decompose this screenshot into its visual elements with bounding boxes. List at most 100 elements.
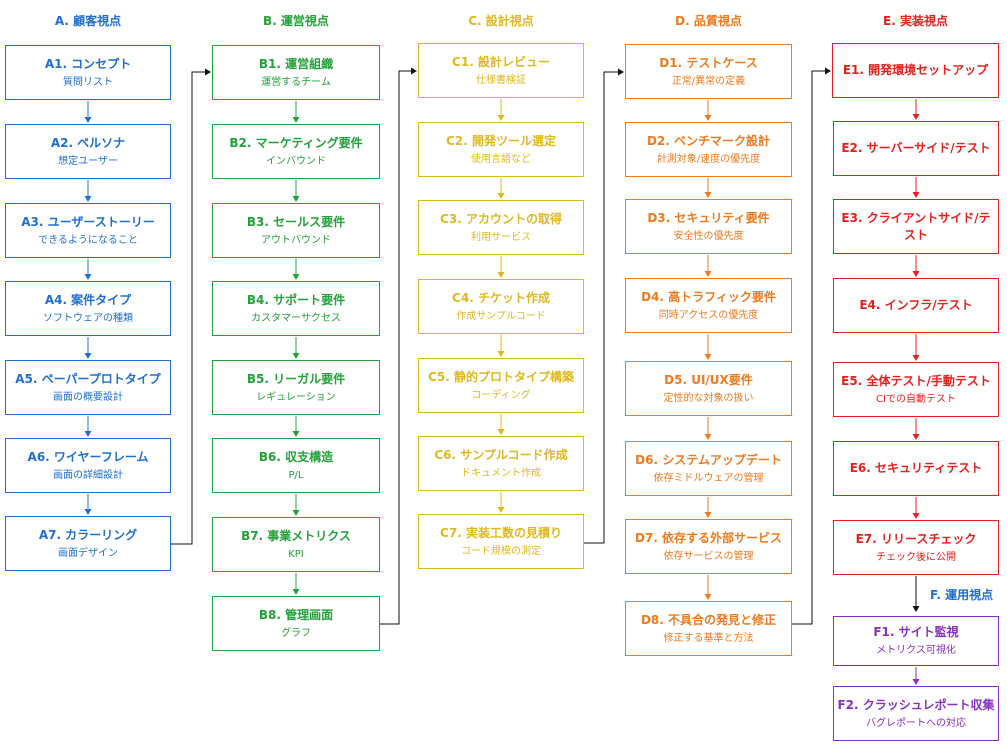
node-c5[interactable]: C5. 静的プロトタイプ構築コーディング xyxy=(418,358,584,413)
flow-arrow-head-6 xyxy=(292,117,300,123)
node-c5-title: C5. 静的プロトタイプ構築 xyxy=(428,369,574,384)
node-c3[interactable]: C3. アカウントの取得利用サービス xyxy=(418,200,584,255)
node-d1-subtitle: 正常/異常の定義 xyxy=(671,75,746,87)
node-c1-subtitle: 仕様書検証 xyxy=(476,74,526,86)
node-d8[interactable]: D8. 不具合の発見と修正修正する基準と方法 xyxy=(625,601,792,656)
node-e6[interactable]: E6. セキュリティテスト xyxy=(833,441,999,496)
flow-arrow-head-26 xyxy=(912,114,920,120)
node-d5-title: D5. UI/UX要件 xyxy=(664,372,753,387)
node-c3-title: C3. アカウントの取得 xyxy=(440,211,562,226)
node-b8-subtitle: グラフ xyxy=(281,627,311,639)
node-c7-subtitle: コード規模の測定 xyxy=(461,545,541,557)
flow-arrow-head-22 xyxy=(704,354,712,360)
node-c1-title: C1. 設計レビュー xyxy=(452,54,550,69)
node-c4-title: C4. チケット作成 xyxy=(452,290,550,305)
node-d3-title: D3. セキュリティ要件 xyxy=(647,210,770,225)
node-d5[interactable]: D5. UI/UX要件定性的な対象の扱い xyxy=(625,361,792,416)
node-f2[interactable]: F2. クラッシュレポート収集バグレポートへの対応 xyxy=(833,686,999,741)
node-a5[interactable]: A5. ペーパープロトタイプ画面の概要設計 xyxy=(5,360,171,415)
flow-arrow-head-32 xyxy=(912,606,920,612)
node-d5-subtitle: 定性的な対象の扱い xyxy=(663,392,754,404)
node-a5-subtitle: 画面の概要設計 xyxy=(53,391,123,403)
node-a2-subtitle: 想定ユーザー xyxy=(58,155,118,167)
node-b1-subtitle: 運営するチーム xyxy=(261,76,331,88)
node-d6[interactable]: D6. システムアップデート依存ミドルウェアの管理 xyxy=(625,441,792,496)
node-d7-subtitle: 依存サービスの管理 xyxy=(663,550,754,562)
node-e5-subtitle: CIでの自動テスト xyxy=(876,393,956,405)
node-b1[interactable]: B1. 運営組織運営するチーム xyxy=(212,45,380,100)
node-a2[interactable]: A2. ペルソナ想定ユーザー xyxy=(5,124,171,179)
node-b8[interactable]: B8. 管理画面グラフ xyxy=(212,596,380,651)
node-d1[interactable]: D1. テストケース正常/異常の定義 xyxy=(625,44,792,99)
node-b4[interactable]: B4. サポート要件カスタマーサクセス xyxy=(212,281,380,336)
node-f1-title: F1. サイト監視 xyxy=(873,625,959,639)
flow-arrow-head-30 xyxy=(912,434,920,440)
flow-arrow-head-17 xyxy=(497,429,505,435)
node-b2-title: B2. マーケティング要件 xyxy=(229,135,363,150)
node-b5-subtitle: レギュレーション xyxy=(256,391,336,403)
node-d3[interactable]: D3. セキュリティ要件安全性の優先度 xyxy=(625,199,792,254)
node-c2-title: C2. 開発ツール選定 xyxy=(446,133,556,148)
header-operation-monitoring-view: F. 運用視点 xyxy=(930,588,994,602)
column-connector-head-1 xyxy=(411,67,417,75)
node-b5[interactable]: B5. リーガル要件レギュレーション xyxy=(212,360,380,415)
node-d2-subtitle: 計測対象/速度の優先度 xyxy=(656,153,761,165)
node-b3[interactable]: B3. セールス要件アウトバウンド xyxy=(212,203,380,258)
node-a1-subtitle: 質問リスト xyxy=(63,76,113,88)
node-e1[interactable]: E1. 開発環境セットアップ xyxy=(832,43,999,98)
column-connector-2 xyxy=(584,71,619,544)
node-c4-subtitle: 作成サンプルコード xyxy=(456,310,546,322)
node-d1-title: D1. テストケース xyxy=(659,55,758,70)
flow-arrow-head-14 xyxy=(497,193,505,199)
node-a3[interactable]: A3. ユーザーストーリーできるようになること xyxy=(5,203,171,258)
flow-arrow-head-12 xyxy=(292,589,300,595)
node-e5-title: E5. 全体テスト/手動テスト xyxy=(841,373,991,388)
node-b7-subtitle: KPI xyxy=(288,548,304,560)
node-e5[interactable]: E5. 全体テスト/手動テスト CIでの自動テスト xyxy=(833,362,999,417)
node-e3[interactable]: E3. クライアントサイド/テスト xyxy=(833,199,999,254)
node-b7[interactable]: B7. 事業メトリクス KPI xyxy=(212,517,380,572)
node-d7-title: D7. 依存する外部サービス xyxy=(634,530,783,545)
node-a1-title: A1. コンセプト xyxy=(44,56,132,71)
column-connector-head-0 xyxy=(205,68,211,76)
flow-arrow-head-24 xyxy=(704,512,712,518)
node-b4-subtitle: カスタマーサクセス xyxy=(251,312,341,324)
node-d3-subtitle: 安全性の優先度 xyxy=(673,230,744,242)
flow-arrow-head-27 xyxy=(912,192,920,198)
flow-arrow-head-8 xyxy=(292,274,300,280)
node-d7[interactable]: D7. 依存する外部サービス依存サービスの管理 xyxy=(625,519,792,574)
flow-arrow-head-2 xyxy=(84,274,92,280)
node-d4[interactable]: D4. 高トラフィック要件同時アクセスの優先度 xyxy=(625,278,792,333)
node-b2[interactable]: B2. マーケティング要件インバウンド xyxy=(212,124,380,179)
node-c1[interactable]: C1. 設計レビュー仕様書検証 xyxy=(418,43,584,98)
node-a7-subtitle: 画面デザイン xyxy=(58,547,118,559)
node-c7[interactable]: C7. 実装工数の見積りコード規模の測定 xyxy=(418,514,584,569)
node-c4[interactable]: C4. チケット作成作成サンプルコード xyxy=(418,279,584,334)
node-c6[interactable]: C6. サンプルコード作成ドキュメント作成 xyxy=(418,436,584,491)
node-e2[interactable]: E2. サーバーサイド/テスト xyxy=(833,121,999,176)
node-b7-title: B7. 事業メトリクス xyxy=(241,528,351,543)
node-e4[interactable]: E4. インフラ/テスト xyxy=(833,278,999,333)
node-a1[interactable]: A1. コンセプト質問リスト xyxy=(5,45,171,100)
node-c3-subtitle: 利用サービス xyxy=(471,231,531,243)
node-a5-title: A5. ペーパープロトタイプ xyxy=(15,371,161,386)
node-a4-title: A4. 案件タイプ xyxy=(44,292,132,307)
node-c6-title: C6. サンプルコード作成 xyxy=(434,447,568,462)
flow-arrow-head-0 xyxy=(84,117,92,123)
node-e7[interactable]: E7. リリースチェックチェック後に公開 xyxy=(833,520,999,575)
node-a7-title: A7. カラーリング xyxy=(38,527,138,542)
node-a4[interactable]: A4. 案件タイプソフトウェアの種類 xyxy=(5,281,171,336)
flow-arrow-head-16 xyxy=(497,351,505,357)
node-a7[interactable]: A7. カラーリング画面デザイン xyxy=(5,516,171,571)
node-b6-title: B6. 収支構造 xyxy=(258,449,334,464)
flow-arrow-head-13 xyxy=(497,115,505,121)
node-d2-title: D2. ベンチマーク設計 xyxy=(646,133,771,148)
node-e7-subtitle: チェック後に公開 xyxy=(876,551,956,563)
node-f1[interactable]: F1. サイト監視メトリクス可視化 xyxy=(833,616,999,666)
node-c2[interactable]: C2. 開発ツール選定使用言語など xyxy=(418,122,584,177)
node-a6[interactable]: A6. ワイヤーフレーム画面の詳細設計 xyxy=(5,438,171,493)
node-d2[interactable]: D2. ベンチマーク設計計測対象/速度の優先度 xyxy=(625,122,792,177)
node-c2-subtitle: 使用言語など xyxy=(471,153,531,165)
